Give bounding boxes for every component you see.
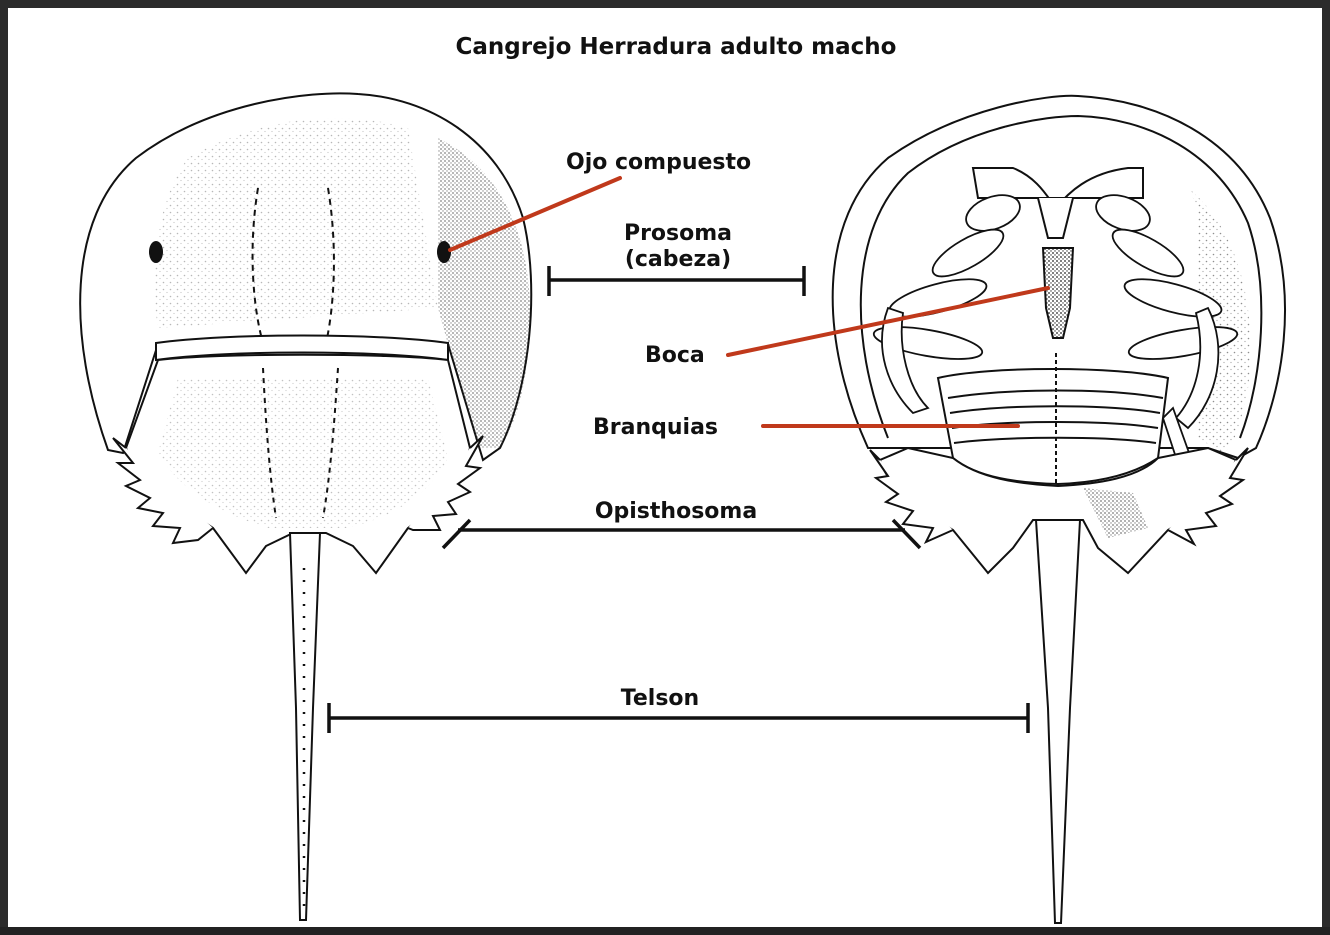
- label-gills: Branquias: [593, 415, 718, 440]
- label-prosoma: Prosoma: [624, 221, 732, 246]
- label-opisthosoma: Opisthosoma: [595, 499, 757, 524]
- label-compound-eye: Ojo compuesto: [566, 150, 751, 175]
- ventral-view-crab: [833, 96, 1285, 923]
- diagram-title: Cangrejo Herradura adulto macho: [456, 34, 897, 60]
- label-prosoma-head: (cabeza): [625, 247, 731, 272]
- dorsal-compound-eye-left: [150, 242, 162, 262]
- label-telson: Telson: [621, 686, 699, 711]
- dorsal-telson: [290, 533, 320, 920]
- opisthosoma-bar: [443, 520, 920, 548]
- label-mouth: Boca: [645, 343, 705, 368]
- dorsal-compound-eye-right: [438, 242, 450, 262]
- ventral-telson: [1036, 520, 1080, 923]
- horseshoe-crab-diagram: Cangrejo Herradura adulto macho: [8, 8, 1330, 935]
- dorsal-view-crab: [80, 93, 531, 920]
